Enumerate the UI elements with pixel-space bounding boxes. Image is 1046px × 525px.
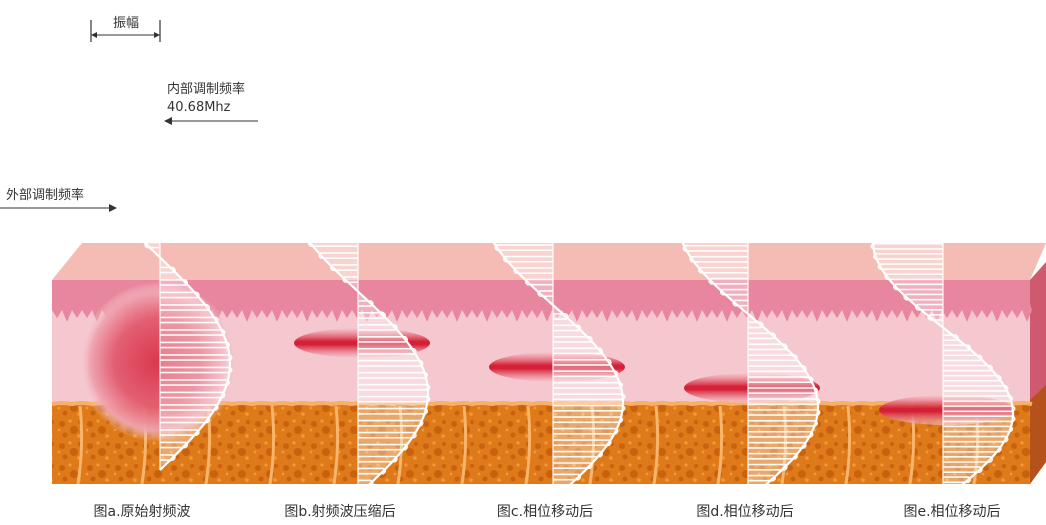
amplitude-label: 振幅 xyxy=(113,16,139,31)
caption-d: 图d.相位移动后 xyxy=(696,504,793,520)
inner-frequency-label: 内部调制频率 xyxy=(167,81,245,97)
outer-frequency-label: 外部调制频率 xyxy=(6,187,84,203)
caption-e: 图e.相位移动后 xyxy=(903,504,1000,520)
captions: 图a.原始射频波 图b.射频波压缩后 图c.相位移动后 图d.相位移动后 图e.… xyxy=(93,504,1000,520)
inner-frequency-annotation: 内部调制频率 40.68Mhz xyxy=(164,81,258,125)
caption-b: 图b.射频波压缩后 xyxy=(284,504,395,520)
arrow-left-icon xyxy=(164,117,172,125)
inner-frequency-value: 40.68Mhz xyxy=(167,100,231,115)
caption-a: 图a.原始射频波 xyxy=(93,504,190,520)
amplitude-marker: 振幅 xyxy=(91,16,160,42)
outer-frequency-annotation: 外部调制频率 xyxy=(0,187,117,212)
caption-c: 图c.相位移动后 xyxy=(497,504,593,520)
